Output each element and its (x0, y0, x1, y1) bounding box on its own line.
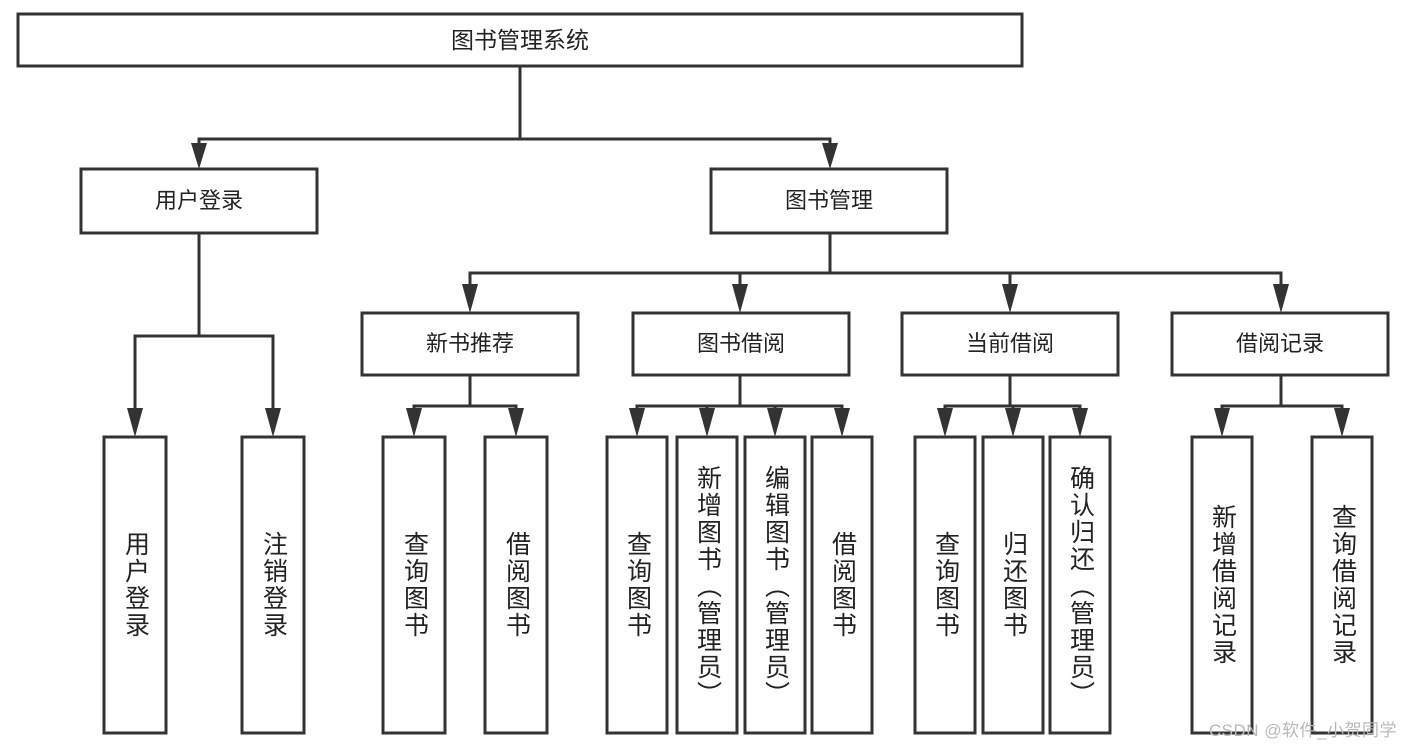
connector-group-bookborrow (629, 373, 850, 437)
connector-group-newbook (406, 373, 524, 437)
node-root-label: 图书管理系统 (451, 27, 589, 53)
arrow-bookmgmt-to-borrowrecord (1273, 284, 1289, 313)
arrow-newbook-leaf-2 (508, 408, 524, 437)
arrow-bookmgmt-to-bookborrow (732, 284, 748, 313)
connector-group-borrowrecord (1214, 373, 1350, 437)
arrow-currentborrow-leaf-3 (1072, 408, 1088, 437)
leaf-box-edit-book-admin[interactable] (743, 435, 807, 735)
arrow-borrowrecord-leaf-1 (1214, 408, 1230, 437)
arrow-newbook-leaf-1 (406, 408, 422, 437)
leaf-box-return-book[interactable] (981, 435, 1045, 735)
node-current-borrow-box[interactable] (900, 311, 1120, 377)
node-borrow-record-box[interactable] (1170, 311, 1390, 377)
leaf-box-user-login[interactable] (102, 435, 168, 735)
leaf-group-user-login (102, 435, 306, 735)
arrow-root-to-bookmgmt (822, 143, 838, 169)
node-book-borrow[interactable]: 图书借阅 (631, 311, 851, 377)
node-book-borrow-label: 图书借阅 (697, 331, 785, 356)
node-book-management[interactable]: 图书管理 (709, 167, 949, 235)
node-current-borrow[interactable]: 当前借阅 (900, 311, 1120, 377)
node-new-book-recommend[interactable]: 新书推荐 (360, 311, 580, 377)
arrow-bookmgmt-to-newbook (462, 284, 478, 313)
leaf-group-current-borrow (913, 435, 1112, 735)
arrow-bookborrow-leaf-2 (699, 408, 715, 437)
leaf-box-query-book-borrow[interactable] (605, 435, 669, 735)
leaf-box-query-book-newbook[interactable] (381, 435, 447, 735)
node-borrow-record[interactable]: 借阅记录 (1170, 311, 1390, 377)
arrow-userlogin-leaf-1 (127, 408, 143, 437)
node-root-box[interactable] (16, 12, 1024, 68)
node-root[interactable]: 图书管理系统 (16, 12, 1024, 68)
node-user-login-label: 用户登录 (155, 188, 243, 213)
connector-group-userlogin (127, 231, 281, 437)
leaf-group-book-borrow (605, 435, 874, 735)
leaf-box-query-book-current[interactable] (913, 435, 977, 735)
node-book-management-label: 图书管理 (785, 188, 873, 213)
arrow-borrowrecord-leaf-2 (1334, 408, 1350, 437)
node-current-borrow-label: 当前借阅 (966, 331, 1054, 356)
connector-group-root (191, 64, 838, 169)
node-book-management-box[interactable] (709, 167, 949, 235)
node-new-book-recommend-box[interactable] (360, 311, 580, 377)
arrow-currentborrow-leaf-2 (1005, 408, 1021, 437)
arrow-bookborrow-leaf-3 (767, 408, 783, 437)
arrow-bookmgmt-to-currentborrow (1002, 284, 1018, 313)
arrow-root-to-userlogin (191, 143, 207, 169)
arrow-currentborrow-leaf-1 (937, 408, 953, 437)
leaf-box-logout[interactable] (240, 435, 306, 735)
leaf-box-add-book-admin[interactable] (675, 435, 739, 735)
arrow-bookborrow-leaf-4 (834, 408, 850, 437)
connector-group-bookmgmt (462, 231, 1289, 313)
leaf-group-new-book (381, 435, 549, 735)
connector-group-currentborrow (937, 373, 1088, 437)
leaf-box-add-borrow-record[interactable] (1190, 435, 1254, 735)
leaf-box-borrow-book[interactable] (810, 435, 874, 735)
leaf-box-confirm-return-admin[interactable] (1048, 435, 1112, 735)
leaf-group-borrow-record (1190, 435, 1374, 735)
csdn-watermark: CSDN @软件_小贺同学 (1208, 721, 1397, 740)
node-book-borrow-box[interactable] (631, 311, 851, 377)
leaf-box-query-borrow-record[interactable] (1310, 435, 1374, 735)
node-new-book-recommend-label: 新书推荐 (426, 331, 514, 356)
node-borrow-record-label: 借阅记录 (1236, 331, 1324, 356)
node-user-login-box[interactable] (79, 167, 319, 235)
arrow-userlogin-leaf-2 (265, 408, 281, 437)
arrow-bookborrow-leaf-1 (629, 408, 645, 437)
node-user-login[interactable]: 用户登录 (79, 167, 319, 235)
leaf-box-borrow-book-newbook[interactable] (483, 435, 549, 735)
